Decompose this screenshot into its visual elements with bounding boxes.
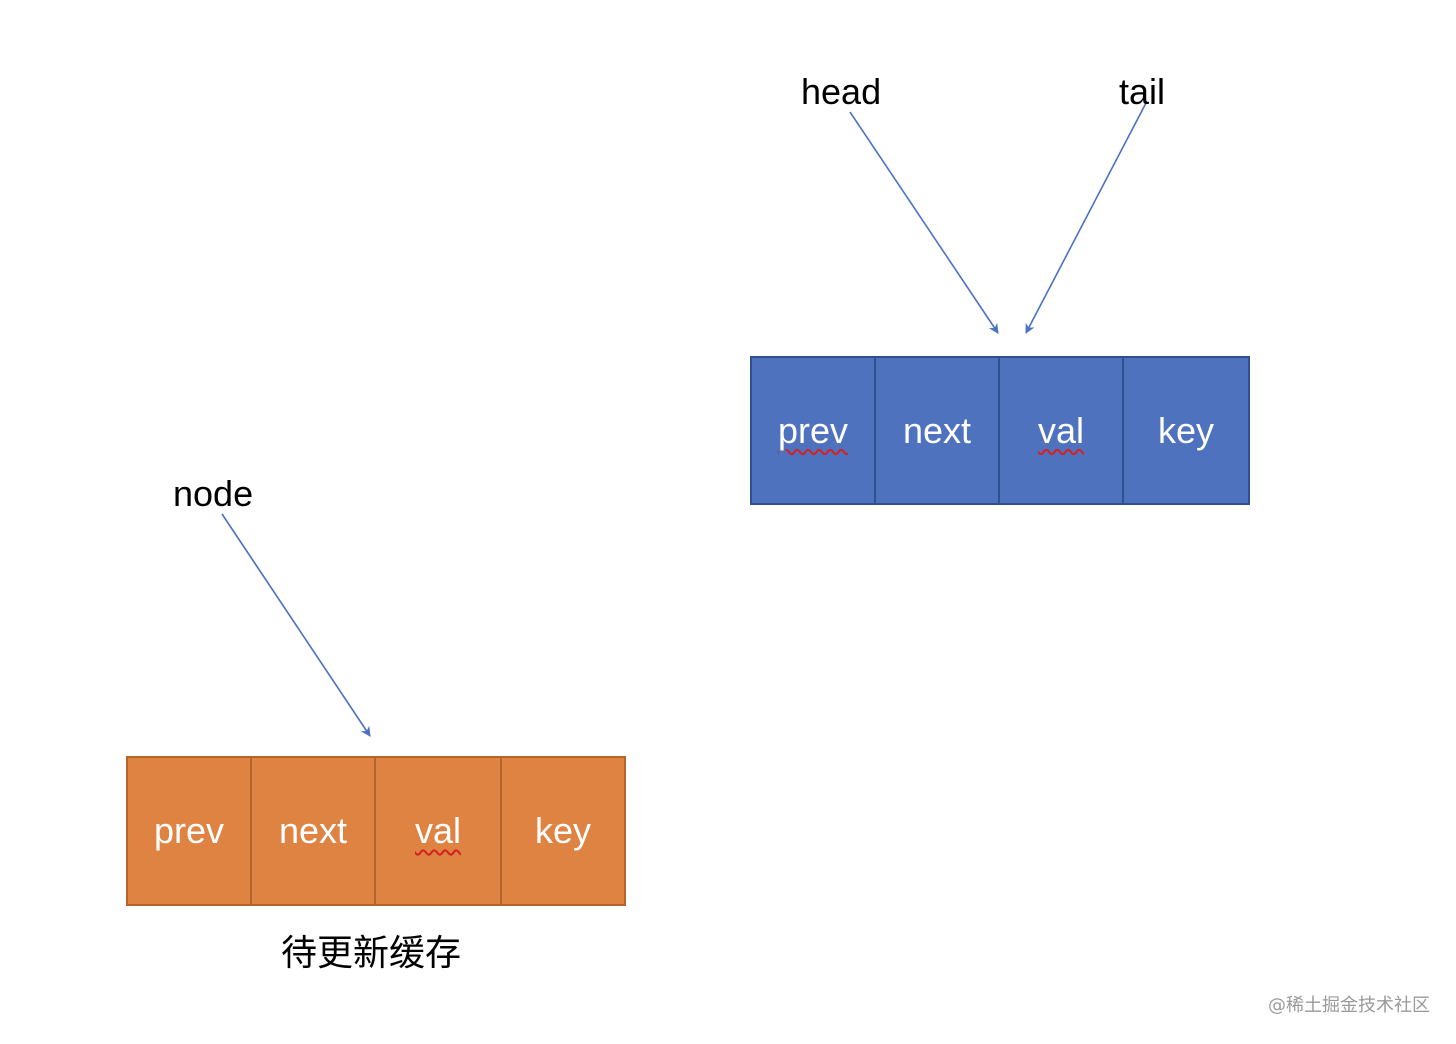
node-arrow bbox=[221, 513, 371, 737]
pending-node-field-prev: prev bbox=[128, 758, 252, 904]
list-node: prev next val key bbox=[750, 356, 1250, 505]
pending-node-field-key: key bbox=[534, 810, 592, 851]
pending-node-field-next: next bbox=[252, 758, 376, 904]
list-node-field-val: val bbox=[1000, 358, 1124, 503]
list-node-field-next: next bbox=[876, 358, 1000, 503]
tail-label: tail bbox=[1119, 71, 1166, 112]
pending-node-caption: 待更新缓存 bbox=[281, 933, 462, 974]
pending-node-field-val: val bbox=[376, 758, 502, 904]
node-label: node bbox=[173, 473, 254, 514]
head-label: head bbox=[801, 71, 882, 112]
pending-node: prev next val key bbox=[126, 756, 626, 906]
list-node-field-prev: prev bbox=[752, 358, 876, 503]
watermark: @稀土掘金技术社区 bbox=[1268, 995, 1430, 1016]
head-arrow bbox=[849, 111, 999, 334]
list-node-field-key: key bbox=[1157, 409, 1215, 451]
tail-arrow bbox=[1025, 102, 1147, 334]
